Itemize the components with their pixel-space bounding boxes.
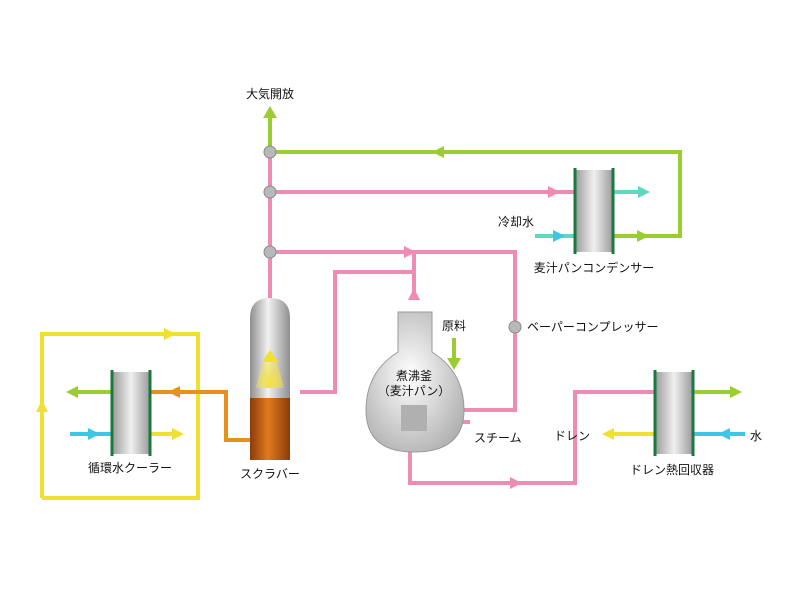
arrow-pink-kettle-up [408, 288, 420, 300]
junction-node [263, 185, 277, 199]
arrow-pink-bottom [510, 477, 522, 489]
label-cooling-water: 冷却水 [498, 215, 534, 229]
pink-to-drain-recovery [408, 390, 660, 485]
arrow-green-circ [66, 386, 78, 398]
scrubber [250, 298, 290, 460]
yellow-arrows [36, 328, 614, 440]
arrow-green-condenser [637, 230, 649, 242]
junction-node [263, 245, 277, 259]
vapor-compressor-node [508, 320, 522, 334]
drain-heat-recovery [653, 370, 695, 456]
scrubber-bottom [250, 398, 290, 460]
cooler-body [112, 372, 150, 454]
junction-node [263, 145, 277, 159]
arrow-mint-out [638, 186, 650, 198]
orange-scrubber-to-cooler [148, 390, 250, 442]
kettle-inlet [401, 405, 427, 431]
label-raw-material: 原料 [442, 319, 466, 333]
arrow-cyan-cooling [553, 230, 565, 242]
arrow-orange [168, 386, 180, 398]
arrow-atmosphere [263, 106, 277, 118]
label-atmosphere: 大気開放 [246, 86, 294, 101]
arrow-yellow-top [164, 328, 176, 340]
arrow-cyan-circ [88, 428, 100, 440]
arrow-green-drain [730, 386, 742, 398]
circ-water-cooler [110, 370, 152, 456]
arrow-green-return [432, 146, 444, 158]
scrubber-spray [256, 346, 284, 388]
label-circ-cooler: 循環水クーラー [88, 461, 172, 475]
label-wort-condenser: 麦汁パンコンデンサー [534, 260, 655, 275]
label-drain: ドレン [554, 429, 590, 443]
junction-nodes [263, 145, 522, 334]
arrow-pink-condenser [548, 186, 560, 198]
label-steam: スチーム [474, 431, 522, 445]
label-boiler: 煮沸釜 [396, 368, 432, 383]
cyan-arrows [88, 186, 730, 440]
pink-scrubber-to-kettle [300, 270, 414, 394]
condenser-body [575, 170, 613, 252]
yellow-loop [40, 332, 200, 500]
green-arrows [66, 106, 742, 398]
label-drain-recovery: ドレン熱回収器 [630, 463, 714, 477]
kettle-body [365, 311, 465, 453]
boiler-kettle [365, 311, 465, 453]
arrow-pink-kettle [404, 246, 416, 258]
arrow-yellow-up [36, 400, 48, 412]
label-water: 水 [750, 429, 762, 443]
green-return-loop [270, 150, 682, 238]
label-scrubber: スクラバー [240, 467, 300, 481]
scrubber-arrow [262, 350, 278, 362]
arrow-cyan-water [718, 428, 730, 440]
arrow-yellow-drain [602, 428, 614, 440]
recovery-body [655, 372, 693, 454]
pink-to-kettle [270, 250, 416, 300]
arrow-raw-material [447, 358, 461, 370]
wort-condenser [573, 168, 615, 254]
arrow-yellow-circ [172, 428, 184, 440]
label-vapor-compressor: ベーパーコンプレッサー [527, 320, 659, 334]
label-boiler-sub: （麦汁パン） [378, 384, 451, 398]
